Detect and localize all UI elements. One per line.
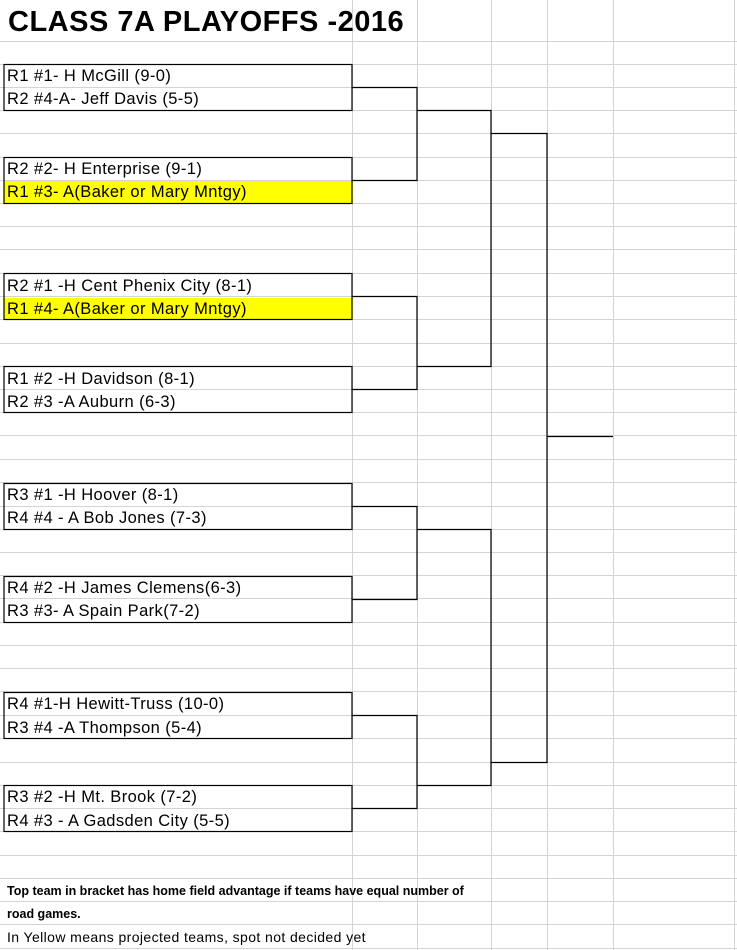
gridline-row — [0, 482, 737, 483]
team-slot[interactable]: R1 #2 -H Davidson (8-1) — [7, 370, 196, 388]
team-slot[interactable]: R3 #4 -A Thompson (5-4) — [7, 719, 203, 737]
team-slot[interactable]: R4 #3 - A Gadsden City (5-5) — [7, 812, 231, 830]
team-slot-projected[interactable]: R1 #4- A(Baker or Mary Mntgy) — [7, 300, 247, 318]
gridline-row — [0, 878, 737, 879]
note-yellow-legend: In Yellow means projected teams, spot no… — [7, 929, 366, 945]
team-slot[interactable]: R4 #2 -H James Clemens(6-3) — [7, 579, 242, 597]
gridline-row — [0, 366, 737, 367]
gridline-row — [0, 738, 737, 739]
gridline-col — [417, 0, 418, 950]
gridline-row — [0, 855, 737, 856]
gridline-row — [0, 412, 737, 413]
gridline-row — [0, 319, 737, 320]
gridline-row — [0, 948, 737, 949]
team-slot[interactable]: R2 #4-A- Jeff Davis (5-5) — [7, 90, 200, 108]
gridline-row — [0, 110, 737, 111]
gridline-row — [0, 785, 737, 786]
gridline-row — [0, 273, 737, 274]
gridline-row — [0, 41, 737, 42]
note-home-field-cont: road games. — [7, 907, 81, 921]
gridline-row — [0, 343, 737, 344]
gridline-col — [613, 0, 614, 950]
team-slot[interactable]: R1 #1- H McGill (9-0) — [7, 67, 172, 85]
gridline-row — [0, 762, 737, 763]
team-slot[interactable]: R3 #1 -H Hoover (8-1) — [7, 486, 179, 504]
gridline-row — [0, 64, 737, 65]
projected-highlight — [4, 181, 353, 203]
quarterfinal-connector — [417, 528, 492, 787]
gridline-row — [0, 575, 737, 576]
semifinal-connector — [491, 132, 548, 764]
matchup-box — [3, 63, 353, 112]
gridline-row — [0, 622, 737, 623]
team-slot[interactable]: R2 #3 -A Auburn (6-3) — [7, 393, 176, 411]
team-slot[interactable]: R2 #1 -H Cent Phenix City (8-1) — [7, 277, 253, 295]
page-title: CLASS 7A PLAYOFFS -2016 — [8, 6, 405, 38]
gridline-row — [0, 435, 737, 436]
team-slot[interactable]: R3 #2 -H Mt. Brook (7-2) — [7, 788, 198, 806]
matchup-box — [3, 691, 353, 740]
gridline-row — [0, 598, 737, 599]
gridline-row — [0, 668, 737, 669]
matchup-box — [3, 272, 353, 321]
matchup-box — [3, 365, 353, 414]
note-home-field: Top team in bracket has home field advan… — [7, 884, 464, 898]
team-slot[interactable]: R3 #3- A Spain Park(7-2) — [7, 602, 201, 620]
gridline-row — [0, 645, 737, 646]
gridline-row — [0, 691, 737, 692]
team-slot-projected[interactable]: R1 #3- A(Baker or Mary Mntgy) — [7, 183, 247, 201]
gridline-row — [0, 249, 737, 250]
round2-connector — [352, 714, 418, 810]
round2-connector — [352, 295, 418, 391]
matchup-box — [3, 784, 353, 833]
round2-connector — [352, 86, 418, 182]
gridline-col — [352, 0, 353, 950]
round2-connector — [352, 505, 418, 601]
gridline-row — [0, 924, 737, 925]
quarterfinal-connector — [417, 109, 492, 368]
gridline-row — [0, 459, 737, 460]
gridline-row — [0, 203, 737, 204]
matchup-box — [3, 575, 353, 624]
gridline-row — [0, 831, 737, 832]
matchup-box — [3, 156, 353, 205]
gridline-row — [0, 529, 737, 530]
gridline-row — [0, 226, 737, 227]
team-slot[interactable]: R2 #2- H Enterprise (9-1) — [7, 160, 203, 178]
gridline-col — [734, 0, 735, 950]
gridline-row — [0, 901, 737, 902]
team-slot[interactable]: R4 #4 - A Bob Jones (7-3) — [7, 509, 207, 527]
gridline-row — [0, 133, 737, 134]
matchup-box — [3, 482, 353, 531]
gridline-row — [0, 157, 737, 158]
projected-highlight — [4, 298, 353, 320]
gridline-row — [0, 552, 737, 553]
gridline-col — [491, 0, 492, 950]
team-slot[interactable]: R4 #1-H Hewitt-Truss (10-0) — [7, 695, 225, 713]
